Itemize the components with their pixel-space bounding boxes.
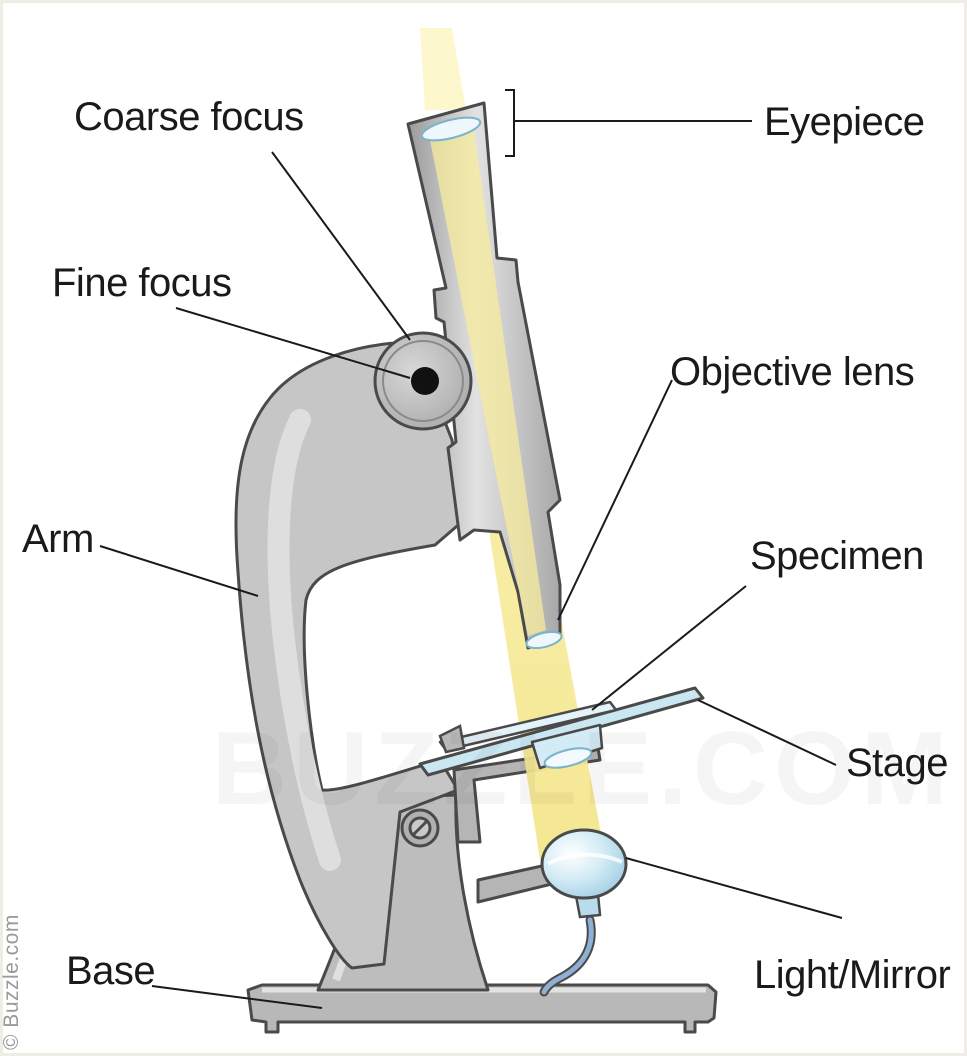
light-mirror-shape xyxy=(542,830,626,992)
label-objective-lens: Objective lens xyxy=(670,352,914,392)
label-arm: Arm xyxy=(22,519,94,559)
label-light-mirror: Light/Mirror xyxy=(754,955,950,995)
label-eyepiece: Eyepiece xyxy=(764,102,925,142)
focus-knobs xyxy=(375,333,471,429)
label-specimen: Specimen xyxy=(750,536,924,576)
label-base: Base xyxy=(66,951,155,991)
copyright-credit: © Buzzle.com xyxy=(0,914,24,1050)
label-fine-focus: Fine focus xyxy=(52,263,232,303)
label-stage: Stage xyxy=(846,743,948,783)
label-coarse-focus: Coarse focus xyxy=(74,97,304,137)
watermark-text: BUZZLE.COM xyxy=(212,710,954,829)
